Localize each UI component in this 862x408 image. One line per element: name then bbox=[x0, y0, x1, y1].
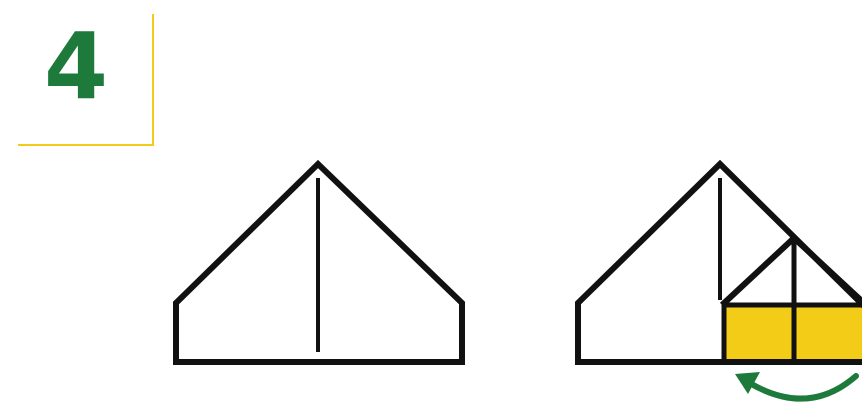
yellow-flap-right bbox=[794, 305, 862, 362]
curved-fold-arrow-icon bbox=[735, 372, 856, 399]
paper-house-folded-icon bbox=[578, 164, 862, 362]
yellow-flap-left bbox=[724, 305, 794, 362]
